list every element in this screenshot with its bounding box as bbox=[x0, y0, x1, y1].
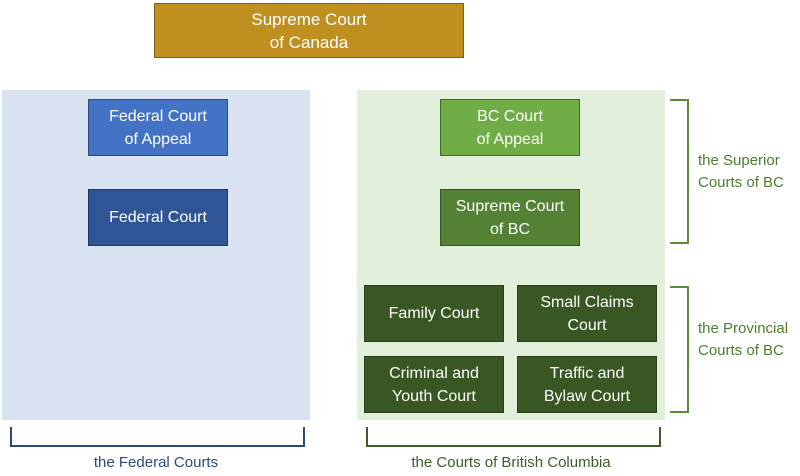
small-claims-court-box: Small Claims Court bbox=[517, 285, 657, 342]
provincial-courts-label: the Provincial Courts of BC bbox=[698, 320, 789, 359]
family-court-box: Family Court bbox=[364, 285, 504, 342]
provincial-courts-bracket bbox=[670, 286, 689, 413]
superior-courts-bracket bbox=[670, 99, 689, 244]
supreme-court-of-canada-box: Supreme Court of Canada bbox=[154, 3, 464, 58]
supreme-court-of-bc-box: Supreme Court of BC bbox=[440, 189, 580, 246]
federal-court-of-appeal-box: Federal Court of Appeal bbox=[88, 99, 228, 156]
superior-courts-label: the Superior Courts of BC bbox=[698, 152, 784, 191]
bc-court-of-appeal-box: BC Court of Appeal bbox=[440, 99, 580, 156]
bc-courts-label: the Courts of British Columbia bbox=[411, 454, 611, 471]
traffic-and-bylaw-court-box: Traffic and Bylaw Court bbox=[517, 356, 657, 413]
federal-court-box: Federal Court bbox=[88, 189, 228, 246]
bc-courts-bracket bbox=[366, 427, 661, 447]
federal-courts-label: the Federal Courts bbox=[93, 454, 219, 471]
criminal-and-youth-court-box: Criminal and Youth Court bbox=[364, 356, 504, 413]
federal-courts-bracket bbox=[10, 427, 305, 447]
